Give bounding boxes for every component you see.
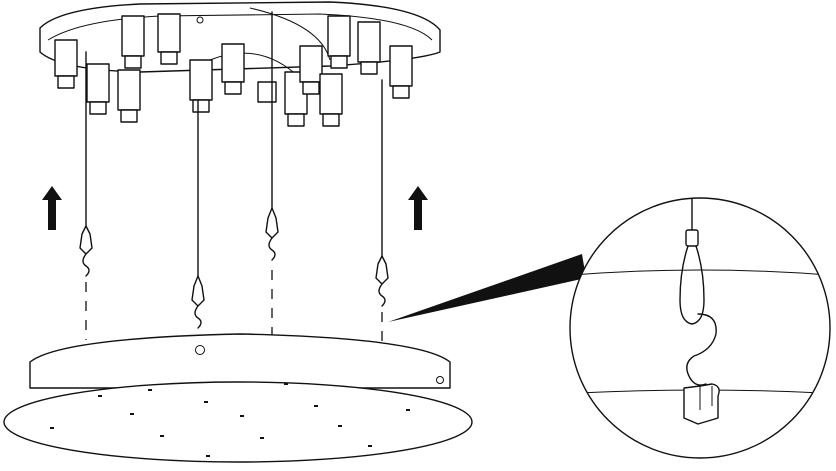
detail-pointer bbox=[388, 254, 586, 322]
up-arrow-icon bbox=[408, 186, 428, 230]
s-hook-icon bbox=[686, 313, 717, 386]
hanging-cable-4 bbox=[375, 79, 389, 307]
s-hook-icon bbox=[82, 253, 90, 277]
mounting-hole bbox=[260, 437, 264, 439]
shade-mounting-holes bbox=[50, 383, 410, 457]
mounting-hole bbox=[338, 425, 342, 427]
hanging-cable-1 bbox=[79, 51, 93, 277]
mounting-hole bbox=[368, 445, 372, 447]
s-hook-icon bbox=[268, 237, 276, 261]
mounting-hole bbox=[98, 395, 102, 397]
mounting-hole bbox=[160, 435, 164, 437]
mounting-hole bbox=[240, 415, 244, 417]
mounting-hole bbox=[130, 413, 134, 415]
mounting-hole bbox=[148, 389, 152, 391]
mounting-hole bbox=[204, 401, 208, 403]
up-arrow-icon bbox=[42, 186, 62, 230]
mounting-hole bbox=[50, 427, 54, 429]
hanging-cable-2 bbox=[191, 99, 205, 329]
driver-modules bbox=[54, 13, 413, 127]
s-hook-icon bbox=[378, 283, 386, 307]
s-hook-icon bbox=[194, 305, 202, 329]
mounting-hole bbox=[314, 405, 318, 407]
mounting-hole bbox=[206, 455, 210, 457]
hanging-cable-3 bbox=[265, 11, 279, 261]
magnifier-detail-circle bbox=[569, 197, 831, 459]
lamp-shade bbox=[3, 333, 473, 463]
mounting-hole bbox=[284, 383, 288, 385]
mounting-hole bbox=[406, 409, 410, 411]
